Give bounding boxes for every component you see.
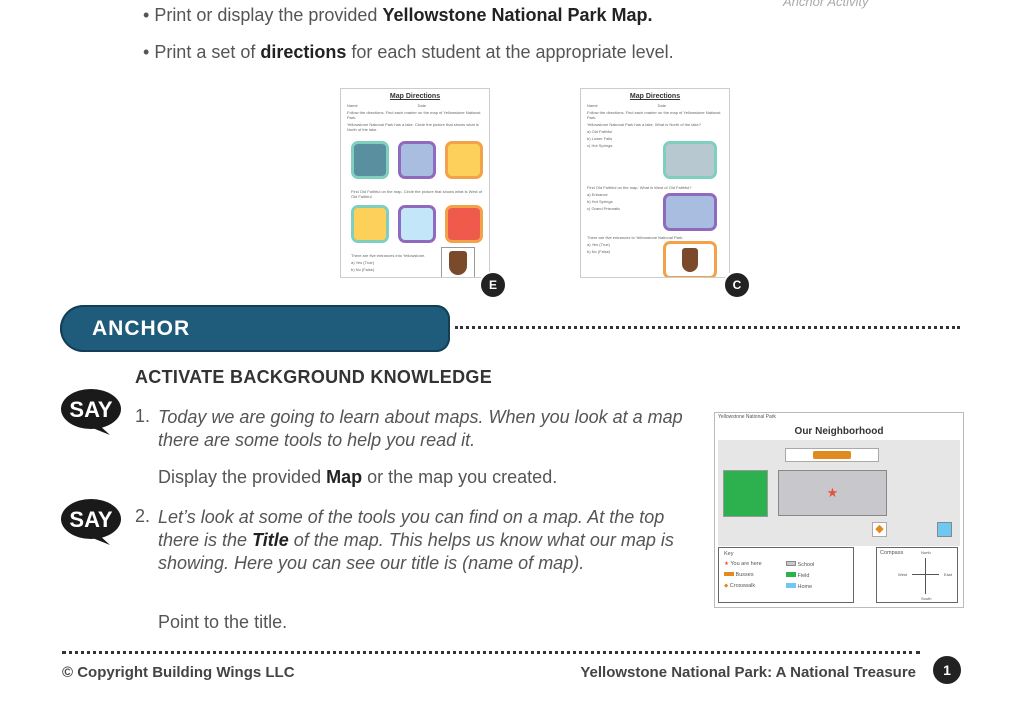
thumb-opt: c) Grand Prismatic xyxy=(587,206,621,211)
step-1-script: Today we are going to learn about maps. … xyxy=(158,407,683,450)
thumb-title: Map Directions xyxy=(629,93,681,100)
section-heading: ACTIVATE BACKGROUND KNOWLEDGE xyxy=(135,367,493,387)
step-number: 1. xyxy=(135,406,151,426)
blue-square xyxy=(398,205,436,243)
instr-bold: Map xyxy=(326,467,363,487)
school-star-icon: ★ xyxy=(778,470,887,516)
thumb-q1: Yellowstone National Park has a lake. Ci… xyxy=(347,122,479,132)
copyright: © Copyright Building Wings LLC xyxy=(62,664,295,681)
thumb-q1: Yellowstone National Park has a lake. Wh… xyxy=(587,122,701,127)
thumb-name: Name xyxy=(347,103,358,108)
anchor-section-banner: ANCHOR xyxy=(60,305,450,352)
thumb-opt: b) Hot Springs xyxy=(587,199,613,204)
thumb-q2: Find Old Faithful on the map. Circle the… xyxy=(351,189,483,199)
thumb-opt: b) Lower Falls xyxy=(587,136,613,141)
key-you-are-here: ★ You are here xyxy=(724,561,762,567)
step-1-instruction: Display the provided Map or the map you … xyxy=(158,467,557,488)
thumb-q3: There are five entrances into Yellowston… xyxy=(351,253,426,258)
red-square xyxy=(445,205,483,243)
key-label: Field xyxy=(797,573,810,579)
key-crosswalk: ◆ Crosswalk xyxy=(724,583,756,589)
map-area: ★ ◆ xyxy=(718,440,960,546)
thumb-intro: Follow the directions. Find each marker … xyxy=(347,110,481,120)
lake-image xyxy=(663,141,717,179)
key-home: Home xyxy=(786,583,848,590)
step-2-instruction: Point to the title. xyxy=(158,612,288,632)
key-title: Key xyxy=(724,551,734,557)
compass-north: North xyxy=(921,550,931,555)
instr-text: Display the provided xyxy=(158,467,327,487)
home xyxy=(937,522,952,537)
key-busses: Busses xyxy=(724,572,786,579)
instr-text: or the map you created. xyxy=(362,467,558,487)
bullet-bold: Yellowstone National Park Map. xyxy=(382,5,653,25)
thumb-b: b) No (False) xyxy=(587,249,611,254)
svg-text:SAY: SAY xyxy=(69,397,113,422)
script-bold: Title xyxy=(252,530,289,550)
key-label: You are here xyxy=(730,561,762,567)
map-key: Key ★ You are here School Busses Field ◆… xyxy=(718,547,854,603)
compass-east: East xyxy=(943,572,952,577)
map-header: Yellowstone National Park xyxy=(718,414,776,420)
thumb-a: a) Yes (True) xyxy=(587,242,610,247)
waterfall-image xyxy=(351,141,389,179)
bullet-text: for each student at the appropriate leve… xyxy=(346,42,674,62)
key-label: Home xyxy=(797,584,813,590)
compass-south: South xyxy=(921,596,932,601)
say-speech-bubble-icon: SAY xyxy=(61,499,121,545)
say-speech-bubble-icon: SAY xyxy=(61,389,121,435)
yellow-square xyxy=(445,141,483,179)
crosswalk-icon: ◆ xyxy=(872,522,887,537)
thumb-name: Name xyxy=(587,103,598,108)
geyser-image xyxy=(398,141,436,179)
key-label: School xyxy=(797,562,815,568)
field xyxy=(723,470,768,517)
footer-divider xyxy=(62,651,920,654)
bullet-print-map: • Print or display the provided Yellowst… xyxy=(143,5,653,25)
thumb-date: Date xyxy=(417,103,427,108)
geyser-image xyxy=(663,193,717,231)
level-badge-e: E xyxy=(479,271,507,299)
thumb-title: Map Directions xyxy=(389,93,441,100)
compass-title: Compass xyxy=(880,550,904,556)
document-title: Yellowstone National Park: A National Tr… xyxy=(580,664,916,681)
thumb-q2: Find Old Faithful on the map. What is We… xyxy=(587,185,692,190)
thumb-intro: Follow the directions. Find each marker … xyxy=(587,110,721,120)
svg-text:SAY: SAY xyxy=(69,507,113,532)
thumb-q3: There are five entrances to Yellowstone … xyxy=(587,235,684,240)
thumb-opt: c) Hot Springs xyxy=(587,143,613,148)
compass-west: West xyxy=(898,572,908,577)
worksheet-thumbnail-c: Map Directions Name Date Follow the direc… xyxy=(580,88,730,278)
compass: Compass North South West East xyxy=(876,547,958,603)
step-2-script: Let’s look at some of the tools you can … xyxy=(158,506,688,575)
anchor-activity-label: Anchor Activity xyxy=(783,0,869,9)
step-number: 2. xyxy=(135,506,151,526)
nps-arrowhead-logo xyxy=(441,247,475,277)
key-label: Crosswalk xyxy=(729,583,756,589)
thumb-a: a) Yes (True) xyxy=(351,260,374,265)
key-school: School xyxy=(786,561,848,568)
level-badge-c: C xyxy=(723,271,751,299)
script-text: Let’s look at some of the tools you can … xyxy=(158,507,665,550)
bus-icon xyxy=(785,448,879,462)
divider xyxy=(455,326,960,329)
thumb-opt: a) Entrance xyxy=(587,192,608,197)
bullet-text: Print a set of xyxy=(154,42,261,62)
bullet-bold: directions xyxy=(260,42,347,62)
bullet-text: Print or display the provided xyxy=(154,5,383,25)
map-title: Our Neighborhood xyxy=(794,426,884,437)
page-number: 1 xyxy=(931,654,963,686)
thumb-b: b) No (False) xyxy=(351,267,375,272)
nps-arrowhead-logo xyxy=(663,241,717,277)
neighborhood-map: Yellowstone National Park Our Neighborho… xyxy=(714,412,964,608)
key-label: Busses xyxy=(735,572,754,578)
bullet-print-directions: • Print a set of directions for each stu… xyxy=(143,42,674,62)
thumb-date: Date xyxy=(657,103,667,108)
worksheet-thumbnail-e: Map Directions Name Date Follow the direc… xyxy=(340,88,490,278)
thumb-opt: a) Old Faithful xyxy=(587,129,613,134)
script-text: of the map. This helps us know what our … xyxy=(158,530,674,573)
yellow-square xyxy=(351,205,389,243)
key-field: Field xyxy=(786,572,848,579)
